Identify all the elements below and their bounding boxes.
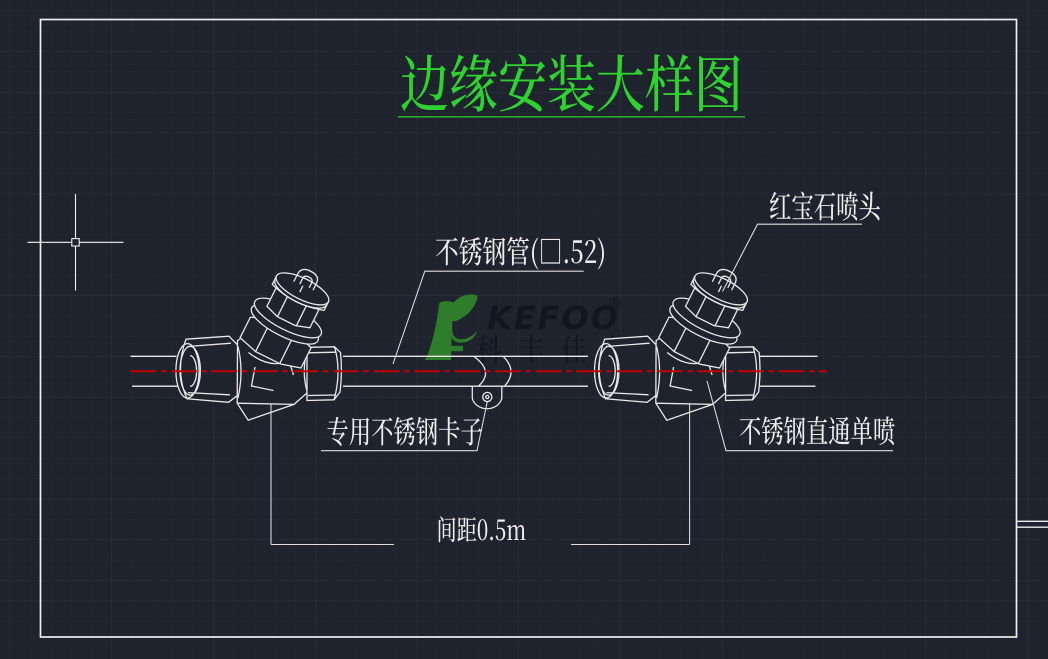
kefoo-text: KEFOO (487, 299, 620, 337)
leader-clamp-label (321, 401, 488, 452)
crosshair-cursor (27, 194, 124, 291)
clamp-ear (471, 386, 503, 410)
kefoo-leaf-logo (424, 294, 478, 360)
label-tee[interactable] (739, 416, 895, 446)
leader-nozzle-label (722, 223, 862, 292)
label-spacing[interactable] (438, 516, 526, 543)
pipe-segment-middle (343, 355, 588, 387)
leader-pipe-label (392, 270, 584, 365)
title-text[interactable] (401, 54, 740, 112)
pipe-segment-right (758, 355, 818, 387)
pipe[interactable] (130, 355, 818, 387)
label-pipe[interactable] (435, 236, 604, 270)
annotation-lines[interactable] (270, 223, 893, 546)
kefoo-brand-text: KEFOO ® (487, 295, 623, 337)
leader-tee-label (706, 380, 893, 452)
registered-mark: ® (608, 295, 623, 313)
drawing-frame[interactable] (39, 18, 1048, 638)
frame-stub-lines (1016, 520, 1048, 528)
pipe-segment-left (130, 355, 178, 387)
label-nozzle[interactable] (769, 191, 880, 221)
dimension-spacing-lines (270, 404, 691, 546)
label-clamp[interactable] (327, 416, 482, 446)
pickbox (71, 238, 80, 247)
crosshair-lines (27, 194, 124, 291)
watermark: KEFOO ® (424, 294, 629, 364)
clamp-ear-hole-center (485, 394, 490, 400)
